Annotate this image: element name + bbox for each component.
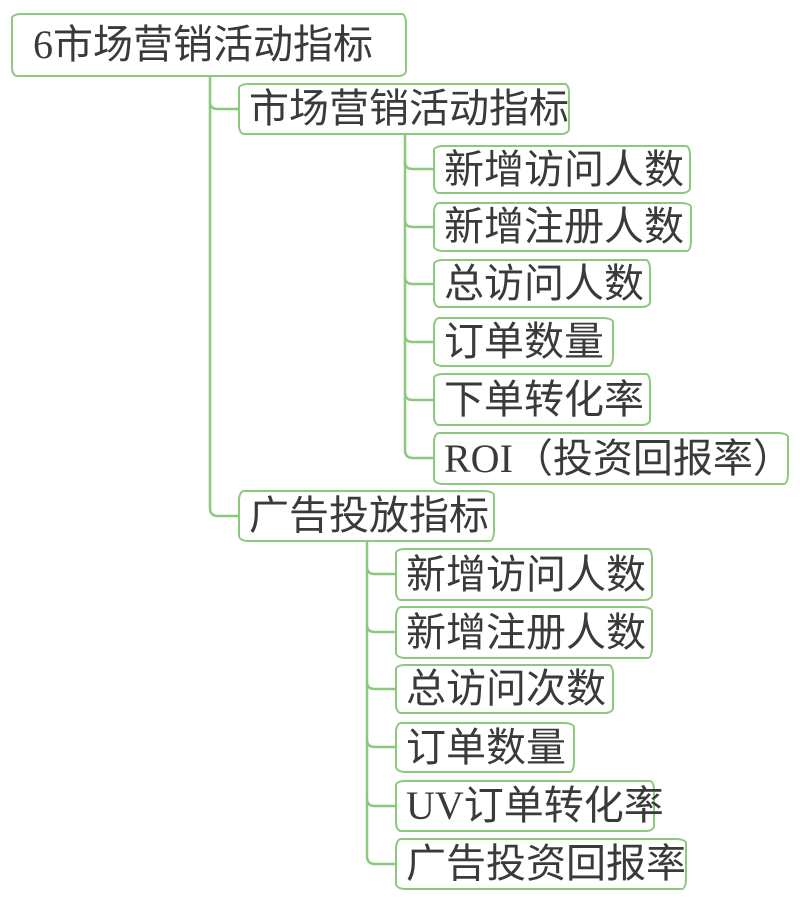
leaf-ad-total-visits: 总访问次数: [395, 664, 614, 714]
leaf-order-count: 订单数量: [433, 317, 614, 367]
connector-branch1-stub-1: [365, 623, 397, 634]
connector-branch1-stub-2: [365, 680, 397, 691]
connector-branch0-stub-0: [403, 160, 435, 171]
branch-node-marketing-activity: 市场营销活动指标: [238, 83, 570, 135]
leaf-ad-order-count: 订单数量: [395, 722, 575, 773]
leaf-uv-order-conversion-rate: UV订单转化率: [395, 780, 664, 832]
connector-branch0-stub-1: [403, 218, 435, 229]
leaf-roi: ROI（投资回报率）: [433, 432, 793, 485]
connector-root-spine: [208, 75, 240, 518]
connector-branch0-stub-3: [403, 333, 435, 344]
connector-root-to-branch0: [208, 100, 240, 111]
leaf-ad-new-visitors: 新增访问人数: [395, 548, 653, 601]
connector-branch1-stub-3: [365, 738, 397, 749]
leaf-new-visitors: 新增访问人数: [433, 145, 691, 194]
connector-branch0-stub-4: [403, 391, 435, 402]
mindmap-root-node: 6市场营销活动指标: [11, 13, 407, 77]
connector-branch1-spine: [365, 540, 397, 866]
leaf-ad-new-registrations: 新增注册人数: [395, 606, 653, 659]
leaf-new-registrations: 新增注册人数: [433, 202, 692, 252]
leaf-total-visitors: 总访问人数: [433, 259, 651, 308]
connector-branch1-stub-0: [365, 565, 397, 576]
connector-branch0-stub-2: [403, 275, 435, 286]
leaf-order-conversion-rate: 下单转化率: [433, 373, 651, 426]
leaf-ad-roi: 广告投资回报率: [395, 838, 687, 890]
branch-node-ad-placement: 广告投放指标: [238, 490, 495, 542]
connector-branch0-spine: [403, 133, 435, 460]
connector-branch1-stub-4: [365, 797, 397, 808]
